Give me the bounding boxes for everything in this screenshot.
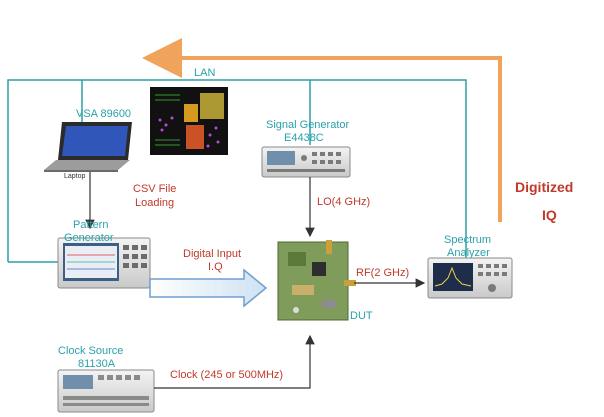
clock-label: Clock (245 or 500MHz)	[170, 369, 284, 381]
digitized-label-line1: Digitized	[515, 179, 574, 195]
pattern-generator-label-line2: Generator	[64, 232, 114, 244]
lan-label: LAN	[194, 67, 216, 79]
pattern-generator-device	[57, 237, 151, 289]
vsa-label: VSA 89600	[76, 108, 132, 120]
dut-label: DUT	[350, 310, 373, 322]
digitized-label-line2: IQ	[542, 207, 557, 223]
digital-input-label-line2: I.Q	[208, 261, 223, 273]
digital-input-arrow	[149, 268, 268, 308]
clock-source-device	[57, 369, 155, 413]
csv-label-line2: Loading	[135, 197, 175, 209]
clock-source-label-line1: Clock Source	[58, 345, 124, 357]
constellation-display	[150, 87, 228, 155]
spectrum-analyzer-label-line1: Spectrum	[444, 234, 492, 246]
spectrum-analyzer-device	[427, 257, 513, 299]
laptop-label: Laptop	[64, 173, 86, 180]
rf-label: RF(2 GHz)	[356, 267, 410, 279]
clock-source-label-line2: 81130A	[78, 358, 116, 370]
signal-generator-label-line1: Signal Generator	[266, 119, 350, 131]
digitized-iq-feedback-arrow	[142, 38, 502, 222]
spectrum-analyzer-label-line2: Analyzer	[447, 247, 490, 259]
lo-label: LO(4 GHz)	[317, 196, 371, 208]
signal-generator-label-line2: E4438C	[284, 132, 324, 144]
dut-board	[277, 240, 356, 321]
csv-label-line1: CSV File	[133, 183, 177, 195]
pattern-generator-label-line1: Pattern	[73, 219, 109, 231]
signal-generator-device	[261, 146, 351, 178]
laptop-icon	[44, 122, 132, 172]
digital-input-label-line1: Digital Input	[183, 248, 242, 260]
clock-arrow	[154, 334, 315, 389]
